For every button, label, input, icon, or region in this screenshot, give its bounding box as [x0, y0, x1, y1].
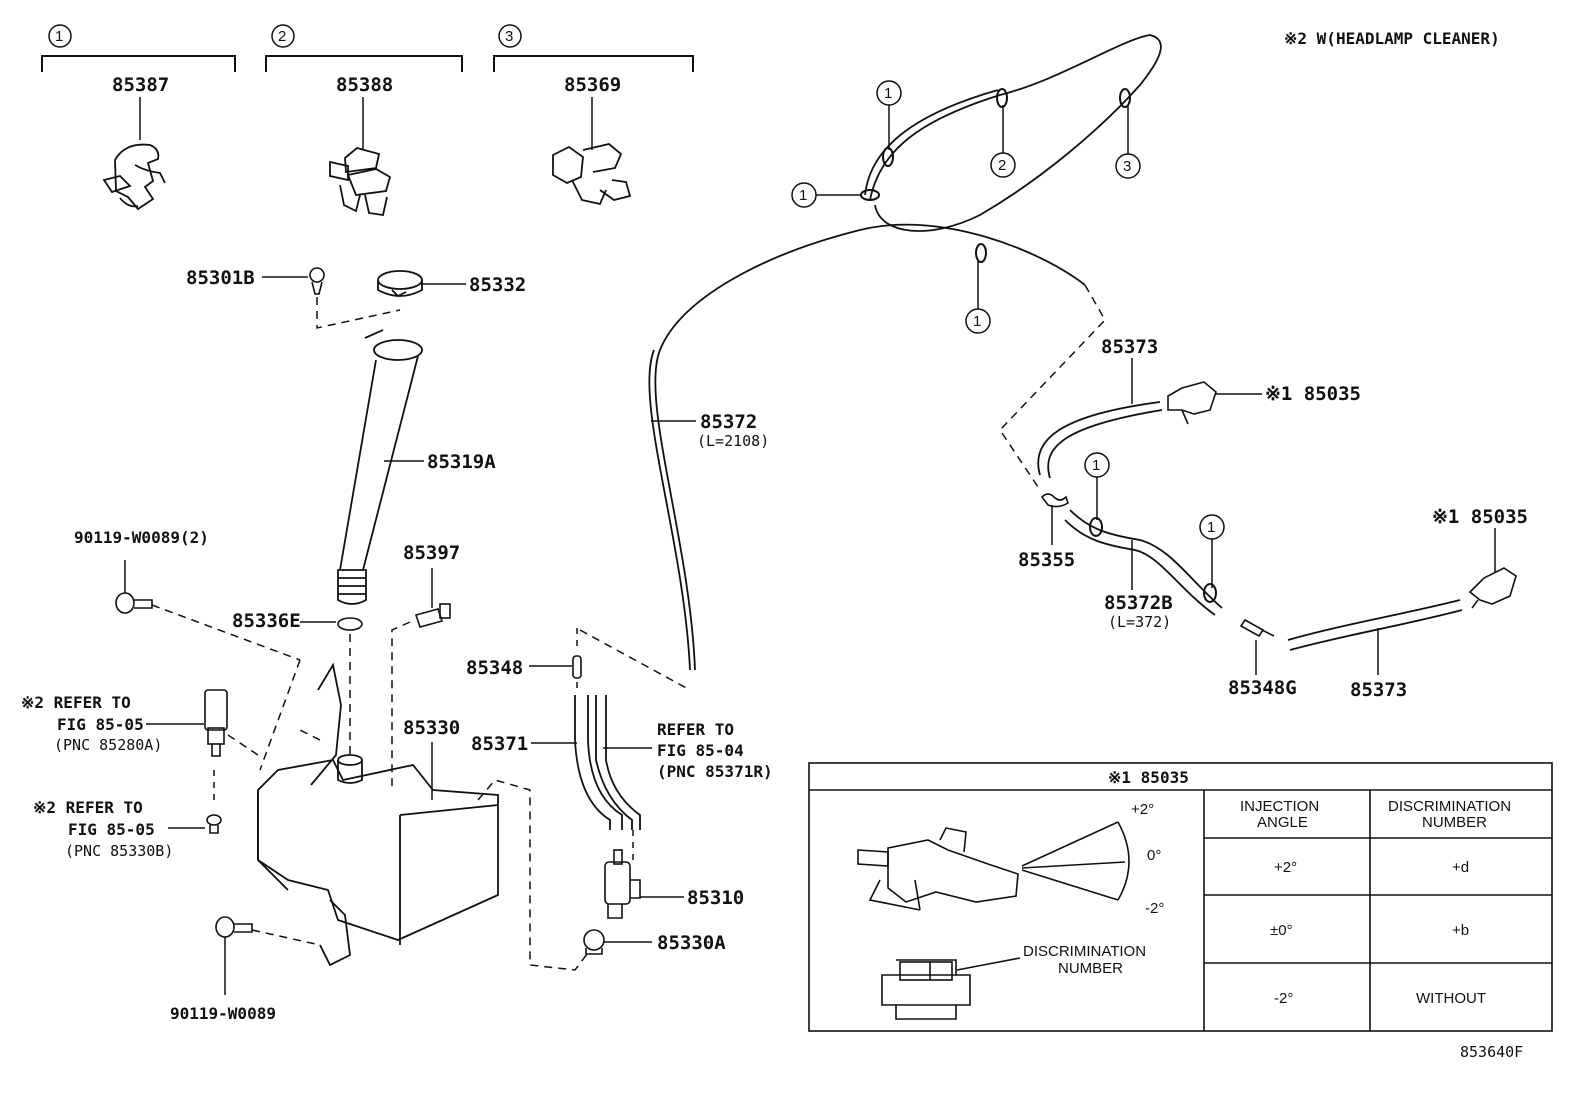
part-85388: 85388 [336, 74, 393, 96]
callout-1d: 1 [1092, 457, 1100, 474]
part-85387: 85387 [112, 74, 169, 96]
part-85372: 85372 [700, 411, 757, 433]
bolt-90119-upper-icon [115, 592, 153, 614]
part-85372-length: (L=2108) [697, 432, 769, 450]
part-85336E: 85336E [232, 610, 301, 632]
refer-pump-line2: FIG 85-05 [57, 715, 144, 734]
part-90119-w0089-2: 90119-W0089(2) [74, 528, 209, 547]
clip-group-1 [41, 24, 236, 211]
refer-grommet-line1: ※2 REFER TO [33, 798, 143, 817]
clip-85355-icon [1040, 493, 1069, 508]
callout-1e: 1 [1207, 519, 1215, 536]
part-85310: 85310 [687, 887, 744, 909]
col-header-disc-2: NUMBER [1422, 814, 1487, 831]
clip-group-2-index: 2 [278, 28, 286, 45]
refer-hose-line2: FIG 85-04 [657, 741, 744, 760]
pump-85310-icon [604, 849, 641, 919]
part-90119-w0089: 90119-W0089 [170, 1004, 276, 1023]
clip-group-3 [493, 24, 694, 206]
refer-hose-line1: REFER TO [657, 720, 734, 739]
part-85035-lower: ※1 85035 [1432, 506, 1528, 528]
part-85330A: 85330A [657, 932, 726, 954]
hose-85373-upper-icon [1037, 401, 1163, 479]
part-85348G: 85348G [1228, 677, 1297, 699]
row3-number: WITHOUT [1416, 990, 1486, 1007]
callout-1b: 1 [799, 187, 807, 204]
part-85397: 85397 [403, 542, 460, 564]
disc-callout-line1: DISCRIMINATION [1023, 943, 1146, 960]
part-85373-lower: 85373 [1350, 679, 1407, 701]
part-85332: 85332 [469, 274, 526, 296]
col-header-injection-2: ANGLE [1257, 814, 1308, 831]
filler-neck-85319A-icon [337, 329, 423, 605]
part-85371: 85371 [471, 733, 528, 755]
callout-1a: 1 [884, 85, 892, 102]
col-header-disc-1: DISCRIMINATION [1388, 798, 1511, 815]
part-85301B: 85301B [186, 267, 255, 289]
hose-85372B-icon [1064, 509, 1223, 616]
part-85369: 85369 [564, 74, 621, 96]
header-note: ※2 W(HEADLAMP CLEANER) [1284, 29, 1500, 48]
part-85373-upper: 85373 [1101, 336, 1158, 358]
clip-85388-icon [329, 147, 392, 217]
refer-grommet-line2: FIG 85-05 [68, 820, 155, 839]
nozzle-table-title: ※1 85035 [1108, 768, 1189, 787]
reservoir-tank-85330-icon [257, 662, 499, 967]
refer-grommet-line3: (PNC 85330B) [65, 842, 173, 860]
refer-pump-line1: ※2 REFER TO [21, 693, 131, 712]
col-header-injection-1: INJECTION [1240, 798, 1319, 815]
disc-callout-line2: NUMBER [1058, 960, 1123, 977]
pump-85280A-icon [204, 689, 228, 757]
hose-85371-icon [574, 695, 641, 830]
figure-code: 853640F [1460, 1043, 1523, 1061]
angle-plus2: +2° [1131, 801, 1154, 818]
part-85319A: 85319A [427, 451, 496, 473]
row1-angle: +2° [1274, 859, 1297, 876]
grommet-85330A-icon [583, 929, 605, 955]
row2-number: +b [1452, 922, 1469, 939]
callout-2: 2 [998, 157, 1006, 174]
nozzle-table [808, 762, 1553, 1032]
joint-85348-icon [572, 655, 582, 679]
hose-85373-lower-icon [1287, 599, 1463, 651]
callout-1c: 1 [973, 313, 981, 330]
row3-angle: -2° [1274, 990, 1293, 1007]
part-85355: 85355 [1018, 549, 1075, 571]
bolt-90119-lower-icon [215, 916, 253, 938]
clip-85387-icon [102, 143, 166, 211]
part-85035-upper: ※1 85035 [1265, 383, 1361, 405]
cap-85332-icon [377, 270, 423, 298]
hose-clip-rings [860, 88, 1217, 603]
callout-circles [791, 80, 1225, 588]
part-85348: 85348 [466, 657, 523, 679]
hose-85372-icon [648, 34, 1162, 671]
part-85372B: 85372B [1104, 592, 1173, 614]
refer-hose-line3: (PNC 85371R) [657, 762, 773, 781]
nozzle-85035-upper-icon [1167, 381, 1217, 425]
bolt-85397-icon [414, 603, 451, 628]
clip-85369-icon [552, 143, 632, 206]
diagram-labels: ※2 W(HEADLAMP CLEANER) 853640F 1 2 3 853… [21, 28, 1528, 1061]
part-85330: 85330 [403, 717, 460, 739]
clip-group-2 [265, 24, 463, 217]
angle-minus2: -2° [1145, 900, 1164, 917]
nozzle-angle-illustration [857, 821, 1130, 1020]
row2-angle: ±0° [1270, 922, 1293, 939]
refer-pump-line3: (PNC 85280A) [54, 736, 162, 754]
angle-zero: 0° [1147, 847, 1161, 864]
clip-group-3-index: 3 [505, 28, 513, 45]
bolt-85301B-icon [309, 267, 325, 295]
oring-85336E-icon [337, 617, 363, 631]
row1-number: +d [1452, 859, 1469, 876]
part-85372B-length: (L=372) [1108, 613, 1171, 631]
nozzle-85035-lower-icon [1468, 567, 1517, 609]
clip-group-1-index: 1 [55, 28, 63, 45]
joint-85348G-icon [1239, 618, 1275, 638]
callout-3: 3 [1123, 158, 1131, 175]
grommet-85330B-icon [206, 814, 222, 834]
